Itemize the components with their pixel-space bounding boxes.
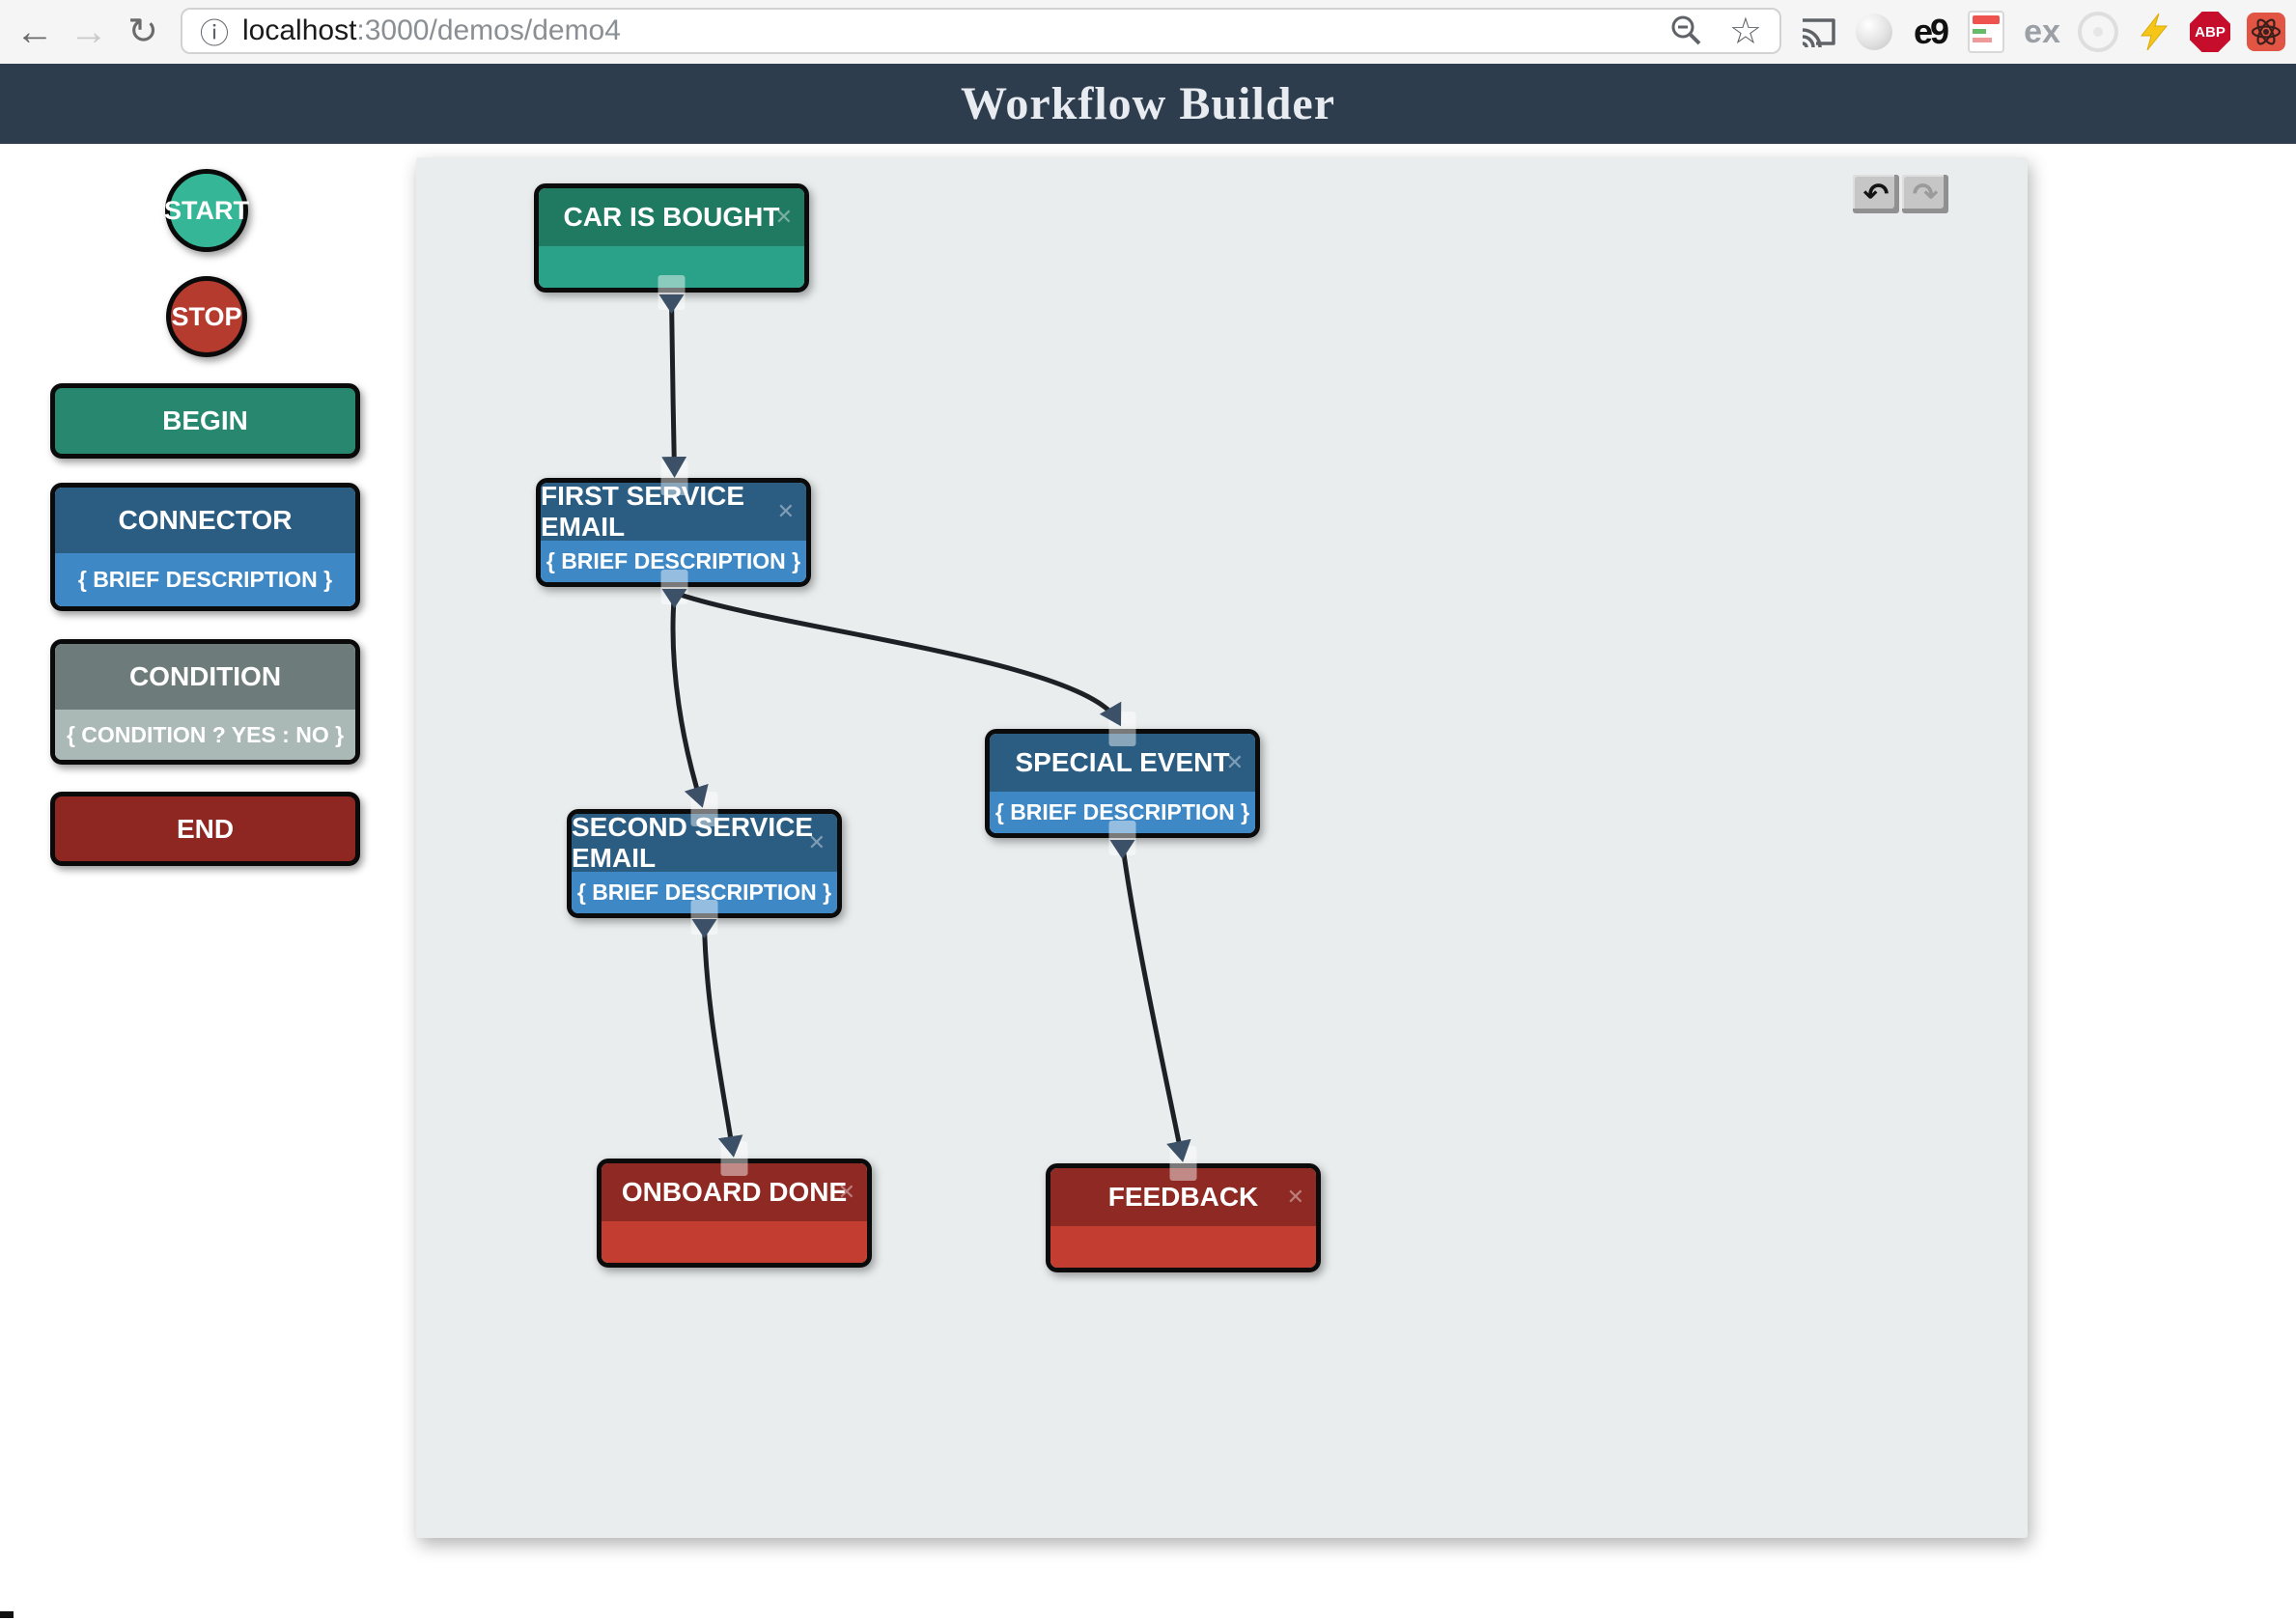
- edge-second-email-to-onboard-done[interactable]: [702, 922, 743, 1158]
- opera-extension-icon[interactable]: [1856, 14, 1892, 50]
- condition-description: { CONDITION ? YES : NO }: [55, 710, 355, 760]
- node-onboard-done[interactable]: ONBOARD DONE ✕: [597, 1159, 872, 1268]
- close-icon[interactable]: ✕: [1286, 1185, 1304, 1209]
- node-description: { BRIEF DESCRIPTION }: [541, 541, 806, 582]
- connector-label: CONNECTOR: [55, 488, 355, 553]
- sidebar-item-begin[interactable]: BEGIN: [50, 383, 360, 459]
- reload-icon[interactable]: ↻: [127, 12, 158, 52]
- node-feedback[interactable]: FEEDBACK ✕: [1046, 1163, 1321, 1272]
- node-special-event[interactable]: SPECIAL EVENT ✕ { BRIEF DESCRIPTION }: [985, 729, 1260, 838]
- workflow-canvas[interactable]: CAR IS BOUGHT ✕ FIRST SERVICE EMAIL ✕ { …: [416, 157, 2028, 1538]
- edge-car-to-first-email[interactable]: [661, 297, 687, 478]
- redo-button: ↷: [1902, 175, 1948, 213]
- node-description: { BRIEF DESCRIPTION }: [990, 792, 1255, 833]
- node-title: FIRST SERVICE EMAIL: [541, 481, 745, 542]
- url-bar[interactable]: ⓘ localhost :3000/demos/demo4 ☆: [181, 8, 1781, 54]
- sidebar-item-connector[interactable]: CONNECTOR { BRIEF DESCRIPTION }: [50, 483, 360, 611]
- ex-extension-icon[interactable]: ex: [2024, 13, 2060, 50]
- page-info-icon[interactable]: ⓘ: [200, 18, 229, 50]
- react-devtools-icon[interactable]: [2246, 12, 2286, 52]
- undo-button[interactable]: ↶: [1853, 175, 1899, 213]
- end-label: END: [176, 813, 235, 844]
- node-first-service-email[interactable]: FIRST SERVICE EMAIL ✕ { BRIEF DESCRIPTIO…: [536, 478, 811, 587]
- node-title: SECOND SERVICE EMAIL: [572, 812, 813, 873]
- sidebar-item-stop[interactable]: STOP: [166, 276, 247, 357]
- anchor-points: [658, 275, 1197, 1181]
- edge-first-email-to-second-email[interactable]: [670, 592, 709, 808]
- condition-label: CONDITION: [55, 644, 355, 710]
- bookmark-star-icon[interactable]: ☆: [1728, 11, 1762, 52]
- url-host: localhost: [242, 14, 357, 46]
- sidebar-item-start[interactable]: START: [164, 169, 249, 252]
- adblock-plus-icon[interactable]: ABP: [2190, 12, 2230, 52]
- close-icon[interactable]: ✕: [774, 205, 793, 229]
- edge-first-email-to-special-event[interactable]: [673, 590, 1122, 727]
- cast-icon[interactable]: [1798, 12, 1838, 52]
- url-path: :3000/demos/demo4: [356, 14, 621, 46]
- close-icon[interactable]: ✕: [776, 499, 795, 523]
- app-header: Workflow Builder: [0, 64, 2296, 144]
- node-description: [1050, 1226, 1316, 1268]
- close-icon[interactable]: ✕: [837, 1180, 855, 1204]
- edge-special-event-to-feedback[interactable]: [1120, 843, 1191, 1162]
- redo-icon: ↷: [1912, 177, 1939, 211]
- canvas-toolbar: ↶ ↷: [1853, 175, 1948, 213]
- close-icon[interactable]: ✕: [807, 830, 826, 854]
- node-description: { BRIEF DESCRIPTION }: [572, 872, 837, 913]
- node-car-is-bought[interactable]: CAR IS BOUGHT ✕: [534, 183, 809, 293]
- ring-extension-icon[interactable]: [2078, 12, 2118, 52]
- extension-row: e9 ex ABP: [1798, 0, 2286, 64]
- notes-extension-icon[interactable]: [1966, 11, 2006, 53]
- close-icon[interactable]: ✕: [1225, 750, 1244, 774]
- sidebar-item-condition[interactable]: CONDITION { CONDITION ? YES : NO }: [50, 639, 360, 765]
- connector-description: { BRIEF DESCRIPTION }: [55, 553, 355, 606]
- undo-icon: ↶: [1862, 177, 1890, 211]
- sidebar-item-end[interactable]: END: [50, 792, 360, 866]
- node-title: CAR IS BOUGHT: [563, 202, 780, 232]
- begin-label: BEGIN: [162, 405, 248, 435]
- e9-extension-icon[interactable]: e9: [1913, 12, 1949, 51]
- zoom-out-icon[interactable]: [1669, 14, 1704, 48]
- page-title: Workflow Builder: [960, 78, 1336, 129]
- cursor-artifact: [0, 1611, 14, 1618]
- node-title: FEEDBACK: [1107, 1182, 1259, 1212]
- node-description: [539, 246, 804, 288]
- node-description: [602, 1221, 867, 1263]
- node-second-service-email[interactable]: SECOND SERVICE EMAIL ✕ { BRIEF DESCRIPTI…: [567, 809, 842, 918]
- node-title: ONBOARD DONE: [621, 1177, 848, 1207]
- back-icon[interactable]: ←: [15, 11, 54, 53]
- node-title: SPECIAL EVENT: [1015, 747, 1230, 777]
- browser-toolbar: ← → ↻ ⓘ localhost :3000/demos/demo4 ☆: [0, 0, 2296, 64]
- lightning-extension-icon[interactable]: [2134, 12, 2174, 52]
- stop-label: STOP: [171, 301, 242, 331]
- start-label: START: [164, 195, 249, 225]
- forward-icon: →: [70, 11, 108, 53]
